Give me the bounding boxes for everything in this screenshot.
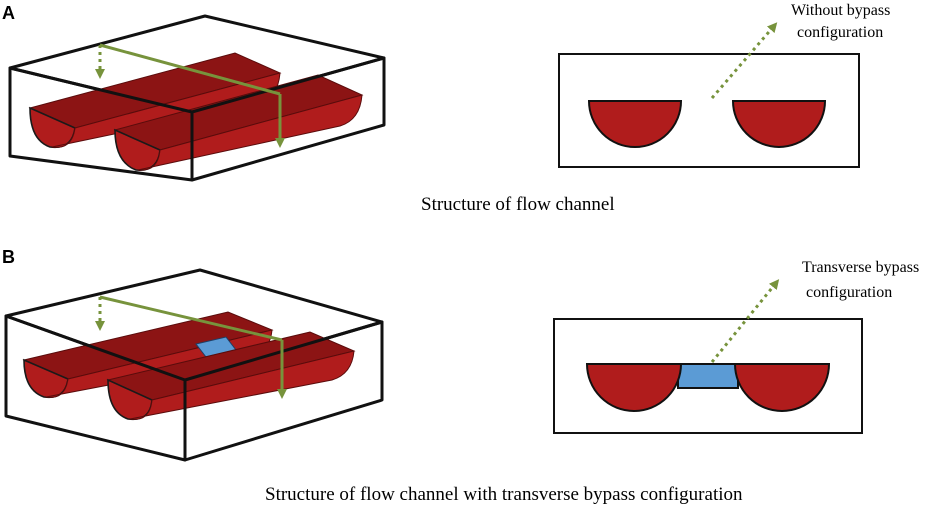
channel-3d-view-a [8, 14, 386, 182]
flow-path-b [95, 295, 287, 399]
annotation-line-2: configuration [797, 24, 883, 41]
rib-back [28, 52, 282, 149]
panel-a: A [2, 2, 890, 215]
flow-arrow-segment [99, 295, 283, 342]
caption-b: Structure of flow channel with transvers… [265, 484, 743, 505]
flow-arrow-segment [99, 43, 281, 96]
panel-b: B [2, 247, 919, 505]
cross-section-box [553, 318, 863, 434]
box-side-face [183, 320, 384, 462]
annotation-line-1: Without bypass [791, 2, 890, 19]
bypass-channel [677, 363, 739, 389]
pointer-arrow [710, 22, 778, 99]
pointer-arrow [710, 279, 780, 363]
cross-section-box [558, 53, 860, 168]
channel-3d-view-b [4, 268, 384, 462]
rib-front [113, 74, 364, 171]
flow-path-a [95, 43, 285, 148]
panel-label-b: B [2, 247, 15, 267]
caption-a: Structure of flow channel [421, 194, 615, 215]
cross-section-a: Without bypass configuration [558, 2, 890, 168]
rib-front-side [137, 94, 363, 171]
rib-semicircle-right [733, 363, 831, 412]
cross-section-b: Transverse bypass configuration [553, 259, 919, 434]
rib-semicircle-right [731, 100, 827, 148]
annotation-line-2: configuration [806, 284, 892, 301]
annotation-line-1: Transverse bypass [802, 259, 919, 276]
panel-label-a: A [2, 3, 15, 23]
rib-semicircle-left [587, 100, 683, 148]
rib-semicircle-left [585, 363, 683, 412]
box-side-face [190, 56, 386, 182]
